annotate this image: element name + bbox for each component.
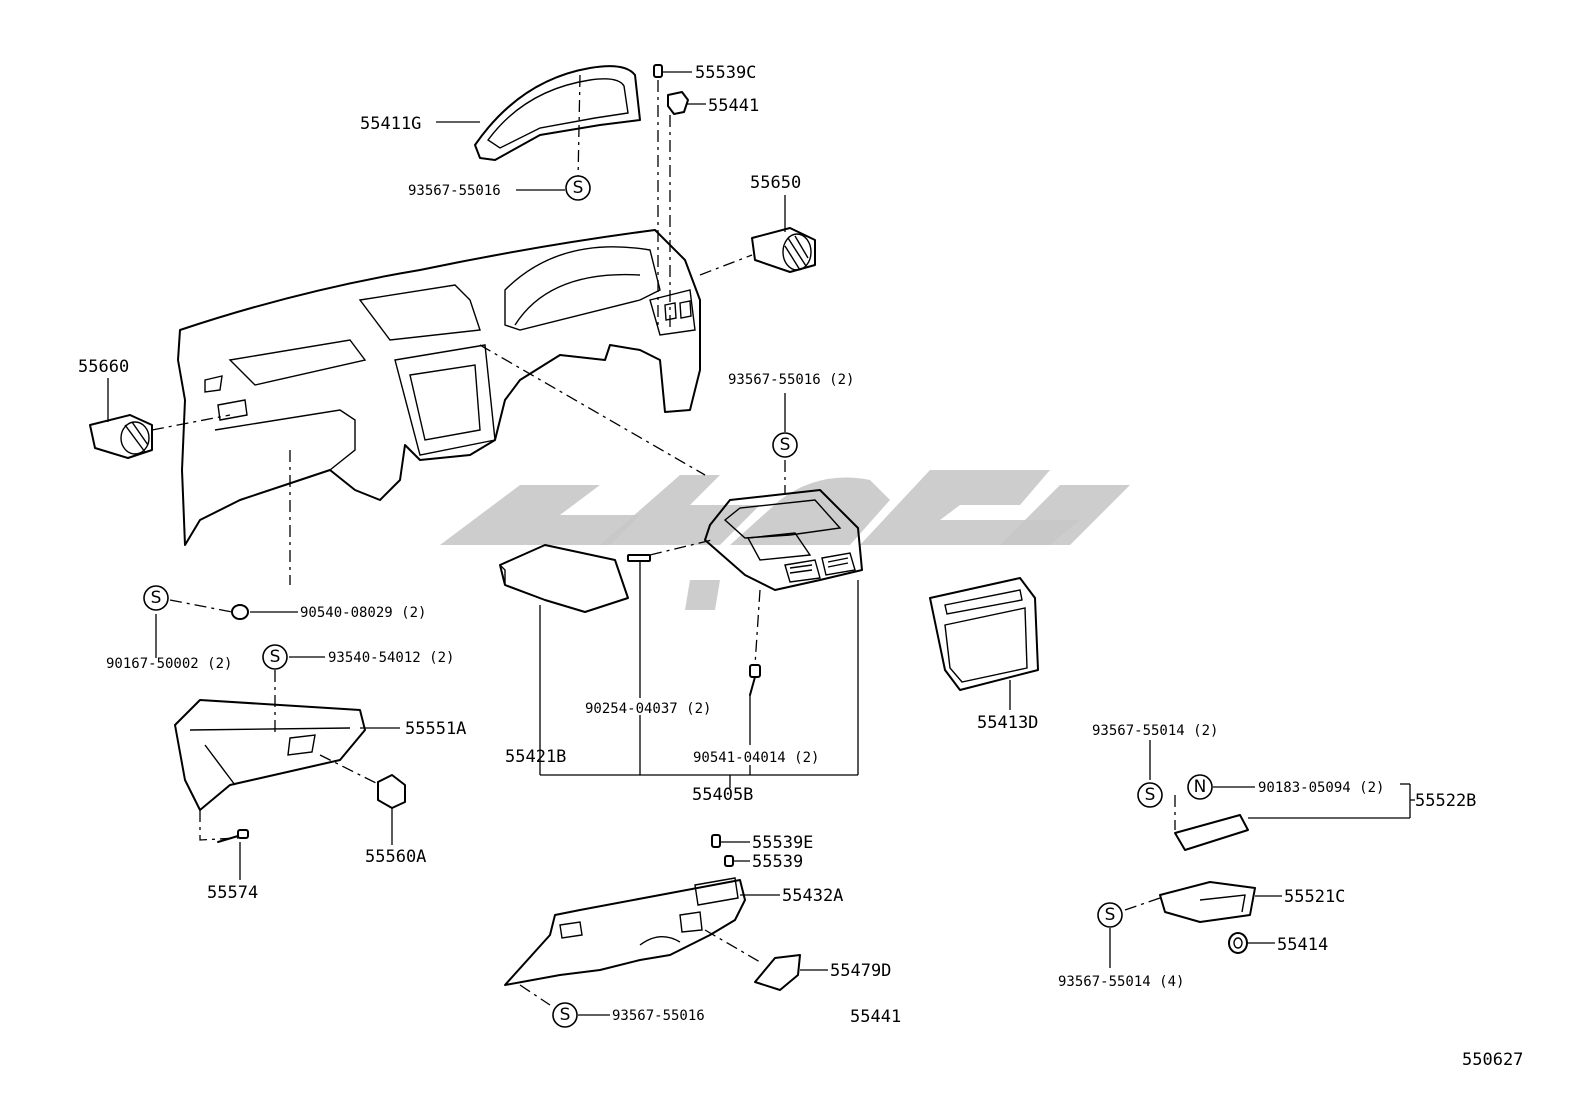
label-55574: 55574 bbox=[207, 883, 258, 903]
label-55539c: 55539C bbox=[695, 63, 756, 83]
label-55539: 55539 bbox=[752, 852, 803, 872]
part-55660-vent bbox=[89, 414, 153, 459]
part-55560a-latch bbox=[377, 774, 406, 809]
part-55551a-glove-box bbox=[174, 699, 366, 811]
label-93567-55016-a: 93567-55016 bbox=[408, 183, 501, 199]
screw-symbol-6: S bbox=[1097, 902, 1123, 928]
svg-text:N: N bbox=[1194, 777, 1207, 797]
part-90254-04037-clip bbox=[627, 554, 651, 562]
assembly-lines bbox=[151, 74, 1176, 1006]
label-55650: 55650 bbox=[750, 173, 801, 193]
part-55650-vent bbox=[751, 227, 816, 273]
label-55441-top: 55441 bbox=[708, 96, 759, 116]
svg-text:S: S bbox=[560, 1005, 571, 1025]
label-55441-bottom: 55441 bbox=[850, 1007, 901, 1027]
label-55522b: 55522B bbox=[1415, 791, 1476, 811]
screw-symbol-1: S bbox=[565, 175, 591, 201]
label-93567-55016-b: 93567-55016 bbox=[612, 1008, 705, 1024]
label-93567-55014-2: 93567-55014 (2) bbox=[1092, 723, 1218, 739]
svg-text:S: S bbox=[151, 588, 162, 608]
nut-symbol: N bbox=[1187, 774, 1213, 800]
part-90540-08029-nut bbox=[231, 604, 249, 620]
label-55411g: 55411G bbox=[360, 114, 421, 134]
part-55441-top bbox=[667, 91, 689, 115]
screw-symbol-5: S bbox=[1137, 782, 1163, 808]
label-55421b: 55421B bbox=[505, 747, 566, 767]
part-55421b-lid bbox=[499, 544, 629, 613]
svg-text:S: S bbox=[1105, 905, 1116, 925]
label-55413d: 55413D bbox=[977, 713, 1038, 733]
part-55539 bbox=[724, 855, 734, 867]
label-55405b: 55405B bbox=[692, 785, 753, 805]
label-90167-50002: 90167-50002 (2) bbox=[106, 656, 232, 672]
part-55522b-box bbox=[1174, 814, 1249, 851]
leader-lines bbox=[107, 71, 1415, 1016]
label-55660: 55660 bbox=[78, 357, 129, 377]
label-93567-55014-4: 93567-55014 (4) bbox=[1058, 974, 1184, 990]
part-55479d-cover bbox=[754, 954, 801, 991]
label-55560a: 55560A bbox=[365, 847, 426, 867]
label-93567-55016-2: 93567-55016 (2) bbox=[728, 372, 854, 388]
svg-text:S: S bbox=[573, 178, 584, 198]
label-90540-08029: 90540-08029 (2) bbox=[300, 605, 426, 621]
part-55405b-center-panel bbox=[704, 489, 863, 591]
instrument-panel bbox=[177, 229, 701, 546]
part-55539e bbox=[711, 834, 721, 848]
part-90541-04014-screw bbox=[749, 664, 761, 696]
screw-symbol-3: S bbox=[143, 585, 169, 611]
part-55411g-cluster-hood bbox=[474, 65, 641, 161]
label-55414: 55414 bbox=[1277, 935, 1328, 955]
part-55574-bolt bbox=[217, 829, 249, 843]
label-90254-04037: 90254-04037 (2) bbox=[585, 701, 711, 717]
screw-symbol-7: S bbox=[552, 1002, 578, 1028]
part-55414-ring bbox=[1228, 932, 1248, 954]
screw-symbol-4: S bbox=[262, 644, 288, 670]
part-55521c-pocket bbox=[1159, 881, 1256, 923]
label-90183-05094: 90183-05094 (2) bbox=[1258, 780, 1384, 796]
svg-text:S: S bbox=[270, 647, 281, 667]
svg-text:S: S bbox=[1145, 785, 1156, 805]
part-55432a-lower-panel bbox=[504, 877, 746, 986]
screw-symbol-2: S bbox=[772, 432, 798, 458]
diagram-code: 550627 bbox=[1462, 1050, 1523, 1070]
label-55479d: 55479D bbox=[830, 961, 891, 981]
label-55539e: 55539E bbox=[752, 833, 813, 853]
label-55521c: 55521C bbox=[1284, 887, 1345, 907]
label-90541-04014: 90541-04014 (2) bbox=[693, 750, 819, 766]
part-55539c bbox=[653, 64, 663, 78]
label-55432a: 55432A bbox=[782, 886, 843, 906]
watermark-logo bbox=[440, 470, 1130, 610]
part-labels: 55539C 55441 55411G 93567-55016 55650 55… bbox=[78, 63, 1523, 1070]
svg-text:S: S bbox=[780, 435, 791, 455]
part-55413d-panel bbox=[929, 577, 1039, 691]
label-55551a: 55551A bbox=[405, 719, 466, 739]
label-93540-54012: 93540-54012 (2) bbox=[328, 650, 454, 666]
